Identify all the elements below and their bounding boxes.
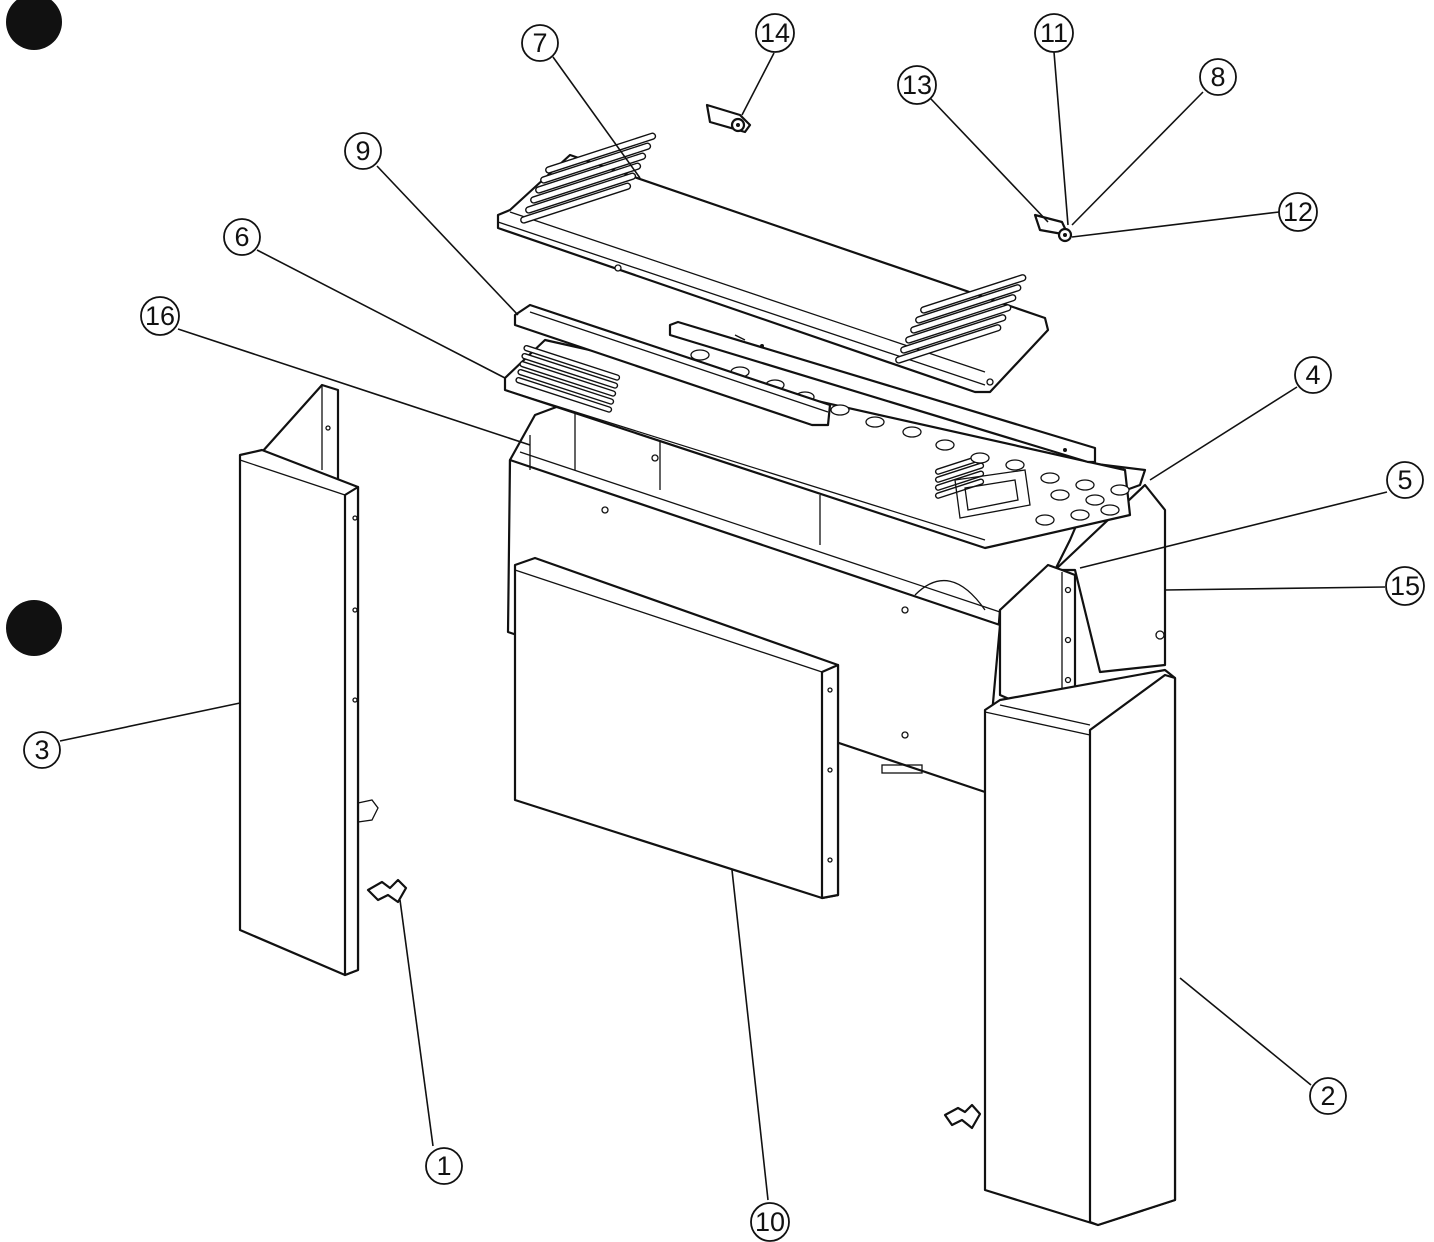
- callout-label-5: 5: [1397, 465, 1412, 495]
- left-leg-part-3: [238, 383, 379, 977]
- front-panel-part-10: [513, 556, 840, 900]
- callout-label-13: 13: [902, 70, 932, 100]
- callout-10: 10: [750, 1202, 790, 1242]
- callout-2: 2: [1309, 1077, 1347, 1115]
- callout-3: 3: [23, 731, 61, 769]
- bracket-part-14: [705, 103, 752, 134]
- callout-11: 11: [1034, 13, 1074, 53]
- punch-hole-top: [6, 0, 62, 50]
- callout-6: 6: [223, 218, 261, 256]
- callout-label-11: 11: [1040, 18, 1068, 48]
- callout-9: 9: [344, 132, 382, 170]
- callout-16: 16: [140, 296, 180, 336]
- callout-label-12: 12: [1283, 197, 1313, 227]
- punch-hole-middle: [6, 600, 62, 656]
- callout-14: 14: [755, 13, 795, 53]
- bracket-part-1: [366, 878, 408, 904]
- callout-label-14: 14: [760, 18, 790, 48]
- inner-post-part-5: [998, 563, 1077, 727]
- callout-label-4: 4: [1305, 360, 1320, 390]
- leader-lines: [59, 51, 1388, 1201]
- callout-label-9: 9: [355, 136, 370, 166]
- callout-label-16: 16: [145, 301, 175, 331]
- rail-bar-part-9: [513, 303, 832, 427]
- callout-7: 7: [521, 24, 559, 62]
- callout-label-1: 1: [436, 1151, 451, 1181]
- callout-13: 13: [897, 65, 937, 105]
- callout-4: 4: [1294, 356, 1332, 394]
- callout-label-15: 15: [1390, 571, 1420, 601]
- callout-label-10: 10: [755, 1207, 785, 1237]
- callout-1: 1: [425, 1147, 463, 1185]
- callout-label-7: 7: [532, 28, 547, 58]
- callout-label-6: 6: [234, 222, 249, 252]
- callout-8: 8: [1199, 58, 1237, 96]
- callout-label-2: 2: [1320, 1081, 1335, 1111]
- bracket-right: [943, 1103, 982, 1130]
- top-lid-part-7: [496, 132, 1050, 394]
- callout-12: 12: [1278, 192, 1318, 232]
- callout-5: 5: [1386, 461, 1424, 499]
- right-leg-part-2: [983, 668, 1177, 1227]
- callout-15: 15: [1385, 566, 1425, 606]
- callout-label-3: 3: [34, 735, 49, 765]
- callout-label-8: 8: [1210, 62, 1225, 92]
- fitting-assembly-parts-8-13: [1033, 213, 1073, 243]
